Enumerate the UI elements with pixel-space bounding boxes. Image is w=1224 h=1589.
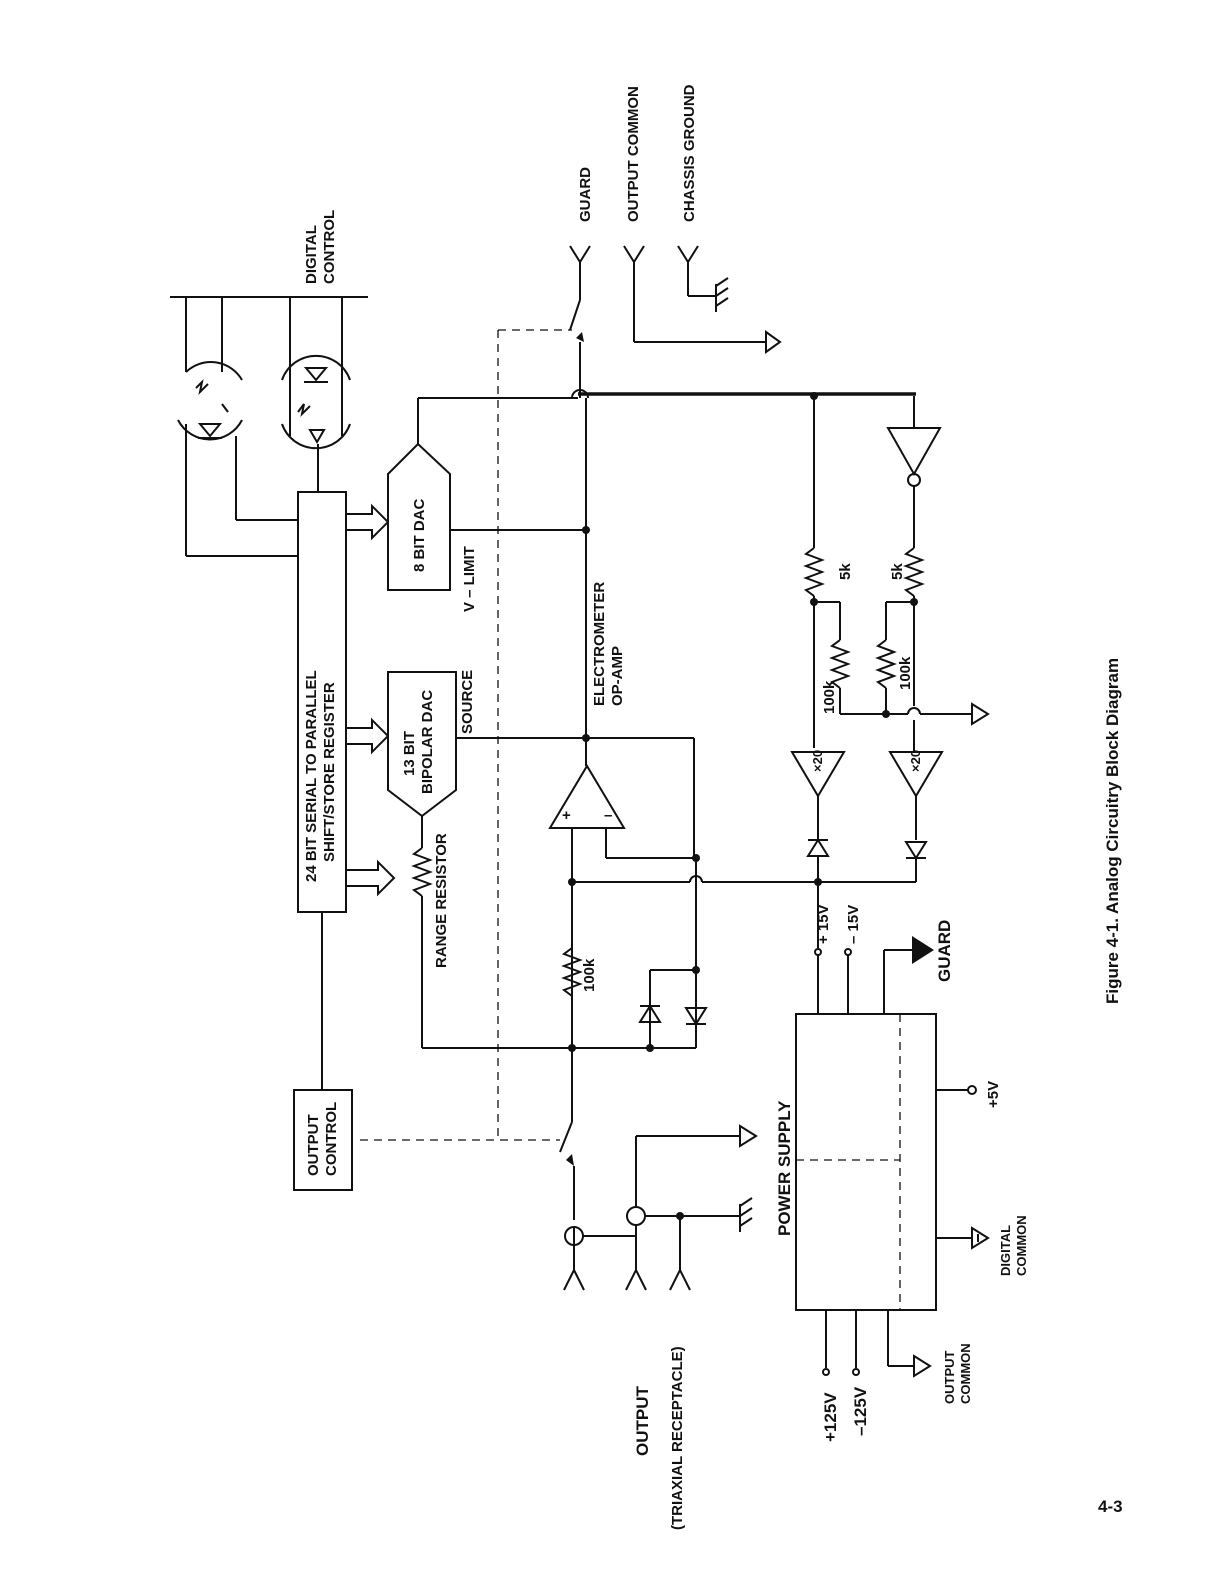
range-resistor-label: RANGE RESISTOR bbox=[433, 833, 450, 968]
resistor-100k-upper-label: 100k bbox=[821, 680, 838, 714]
resistor-5k-upper-label: 5k bbox=[837, 563, 854, 580]
terminal-connectors bbox=[569, 245, 782, 354]
opamp-minus-sign: – bbox=[604, 807, 612, 824]
guard-top-label: GUARD bbox=[577, 167, 594, 222]
output-common-top-label: OUTPUT COMMON bbox=[625, 86, 642, 222]
inverter-buffer bbox=[886, 427, 942, 477]
figure-caption: Figure 4-1. Analog Circuitry Block Diagr… bbox=[1103, 658, 1122, 1004]
plus-5v-label: +5V bbox=[985, 1081, 1002, 1108]
guard-arrow-icon bbox=[912, 936, 934, 964]
digital-common-label: DIGITAL COMMON bbox=[998, 1215, 1029, 1276]
guard-supply-label: GUARD bbox=[935, 920, 954, 982]
plus-15v-label: + 15V bbox=[815, 904, 832, 944]
output-common-bottom-icon bbox=[913, 1354, 932, 1378]
plus-125v-label: +125V bbox=[821, 1392, 840, 1442]
dac-8bit-block bbox=[387, 442, 451, 591]
resistor-100k-main bbox=[561, 947, 654, 1052]
shift-register-block bbox=[297, 491, 347, 913]
bus-arrows bbox=[345, 503, 396, 897]
dac-13bit-label: 13 BIT BIPOLAR DAC bbox=[401, 690, 436, 794]
optocoupler-upper-icon bbox=[177, 352, 298, 557]
amp-x20-lower-label: ×20 bbox=[908, 750, 923, 772]
opamp-plus-sign: + bbox=[562, 807, 571, 824]
v-limit-label: V – LIMIT bbox=[461, 546, 478, 612]
output-label: OUTPUT bbox=[633, 1386, 652, 1457]
shift-register-label: 24 BIT SERIAL TO PARALLEL SHIFT/STORE RE… bbox=[303, 666, 338, 882]
amp-x20-upper-label: ×20 bbox=[810, 750, 825, 772]
protection-diodes bbox=[638, 966, 708, 1048]
output-common-bottom-label: OUTPUT COMMON bbox=[942, 1343, 973, 1404]
resistor-5k-lower-label: 5k bbox=[889, 563, 906, 580]
resistor-100k-main-label: 100k bbox=[581, 958, 598, 992]
output-relay-switch bbox=[559, 1048, 575, 1220]
amp-x20-lower bbox=[888, 751, 944, 798]
dac-8bit-label: 8 BIT DAC bbox=[411, 498, 428, 572]
triaxial-output bbox=[563, 1124, 758, 1291]
digital-control-bus bbox=[170, 296, 368, 372]
amp-x20-upper bbox=[790, 751, 846, 798]
output-control-label: OUTPUT CONTROL bbox=[305, 1102, 340, 1176]
minus-125v-label: –125V bbox=[851, 1386, 870, 1436]
page-number: 4-3 bbox=[1098, 1497, 1123, 1516]
power-supply-label: POWER SUPPLY bbox=[775, 1100, 794, 1236]
dac-13bit-block bbox=[387, 671, 457, 818]
electrometer-label: ELECTROMETER OP-AMP bbox=[591, 578, 626, 706]
chassis-ground-label: CHASSIS GROUND bbox=[681, 84, 698, 222]
digital-control-label: DIGITAL CONTROL bbox=[303, 210, 338, 284]
power-supply-block bbox=[795, 1013, 937, 1311]
guard-relay-switch bbox=[569, 299, 584, 398]
source-label: SOURCE bbox=[459, 670, 476, 734]
triaxial-label: (TRIAXIAL RECEPTACLE) bbox=[669, 1346, 686, 1530]
electrometer-op-amp bbox=[548, 764, 626, 829]
minus-15v-label: – 15V bbox=[845, 905, 862, 944]
output-control-block bbox=[293, 1089, 353, 1191]
optocoupler-lower-icon bbox=[235, 354, 351, 521]
resistor-100k-lower-label: 100k bbox=[897, 656, 914, 690]
digital-common-icon bbox=[971, 1226, 990, 1250]
